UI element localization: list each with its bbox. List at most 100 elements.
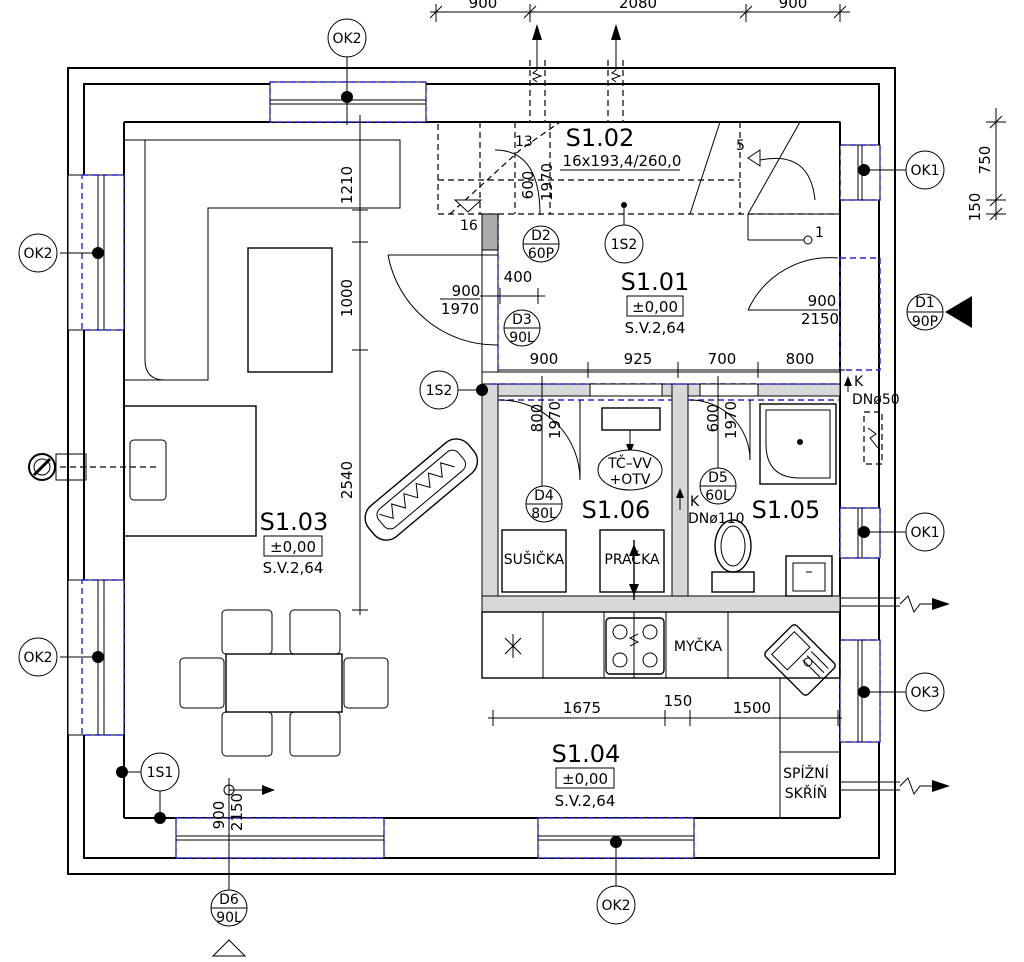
dishwasher-label: MYČKA (674, 637, 723, 655)
stair-step-1: 1 (815, 225, 824, 241)
dim-1970a: 1970 (441, 300, 479, 318)
room-s103-level: ±0,00 (270, 538, 316, 556)
dim-2540: 2540 (338, 461, 356, 499)
room-s104-name: S1.04 (552, 740, 621, 768)
drain-k-1: K (854, 374, 864, 390)
room-s105-name: S1.05 (752, 496, 821, 524)
door-tag-d1: D1 90P (906, 293, 944, 331)
pantry-label-1: SPÍŽNÍ (783, 764, 829, 782)
window-tag-ok1-lower: OK1 (910, 525, 939, 541)
door-d2-type: 60P (528, 246, 554, 262)
interior-dimensions: 1210 1000 2540 400 900 1970 900 2150 900… (210, 115, 845, 890)
dim-700: 700 (708, 350, 737, 368)
room-s101-name: S1.01 (621, 268, 690, 296)
door-tag-d3: D3 90L (503, 309, 541, 347)
dim-1970v: 1970 (546, 401, 564, 439)
right-dim-150: 150 (966, 193, 984, 222)
door-d4-type: 80L (531, 506, 557, 522)
stair-dim-600: 600 (519, 171, 537, 200)
washer-label: PRAČKA (604, 550, 660, 568)
window-tag-ok3: OK3 (910, 685, 939, 701)
dim-1000: 1000 (338, 279, 356, 317)
window-tag-ok2-bottom: OK2 (601, 898, 630, 914)
dim-2150d: 2150 (228, 793, 246, 831)
door-tag-d2: D2 60P (522, 225, 560, 263)
door-d6-type: 90L (216, 910, 242, 926)
dim-900a: 900 (452, 282, 481, 300)
door-tag-d6: D6 90L (210, 889, 248, 957)
right-dim-750: 750 (976, 146, 994, 175)
dim-2150b: 2150 (801, 310, 839, 328)
window-tags: OK2 OK2 OK2 OK2 OK1 OK1 OK3 (18, 18, 945, 925)
door-d1-type: 90P (912, 314, 938, 330)
drain-arrows (676, 296, 972, 796)
door-d1-id: D1 (915, 295, 935, 311)
room-s104-level: ±0,00 (562, 770, 608, 788)
pantry-label-2: SKŘÍŇ (785, 785, 827, 802)
dining-table (179, 609, 389, 757)
room-s101-level: ±0,00 (632, 298, 678, 316)
door-d5-type: 60L (705, 488, 731, 504)
door-d6-id: D6 (219, 892, 239, 908)
door-tag-d4: D4 80L (525, 485, 563, 523)
room-s106-name: S1.06 (582, 496, 651, 524)
top-dimension-chain: 900 2080 900 (429, 0, 850, 22)
socket-tags: 1S2 1S2 1S1 (116, 208, 644, 824)
dryer-label: SUŠIČKA (504, 550, 565, 568)
top-dim-2: 2080 (619, 0, 657, 12)
dim-900d: 900 (210, 801, 228, 830)
kitchen-counter-bottom (481, 611, 841, 818)
dim-150: 150 (664, 692, 693, 710)
room-s102-name: S1.02 (566, 124, 635, 152)
dim-1500: 1500 (733, 699, 771, 717)
window-tag-ok2-left-lower: OK2 (23, 650, 52, 666)
socket-tag-1: 1S2 (611, 237, 638, 253)
utility-fixtures (501, 403, 883, 600)
door-d4-id: D4 (534, 488, 554, 504)
stair-step-5: 5 (736, 138, 745, 154)
dim-900b: 900 (808, 292, 837, 310)
room-s103-floor: S.V.2,64 (263, 559, 324, 577)
door-d3-id: D3 (512, 312, 532, 328)
dim-925: 925 (624, 350, 653, 368)
heater-label-1: TČ–VV (607, 454, 652, 472)
window-tag-ok2-left-upper: OK2 (23, 246, 52, 262)
dim-1210: 1210 (338, 166, 356, 204)
kitchen-counter-left (28, 139, 401, 537)
socket-tag-2: 1S2 (426, 383, 453, 399)
top-dim-3: 900 (779, 0, 808, 12)
room-s103-name: S1.03 (260, 508, 329, 536)
drain-dn110: DNø110 (688, 511, 745, 527)
equipment-labels: SUŠIČKA PRAČKA TČ–VV +OTV MYČKA SPÍŽNÍ S… (504, 374, 900, 802)
stair-step-13: 13 (515, 134, 533, 150)
stair-dim-1970: 1970 (538, 163, 556, 201)
vent-stacks (529, 24, 627, 208)
stair-step-16: 16 (460, 218, 478, 234)
staircase: 13 5 16 1 600 1970 S1.02 16x193,4/260,0 (437, 121, 841, 245)
window-tag-ok2-top: OK2 (332, 31, 361, 47)
heater-label-2: +OTV (610, 472, 651, 488)
top-dim-1: 900 (469, 0, 498, 12)
dim-1675: 1675 (563, 699, 601, 717)
room-labels: S1.01 ±0,00 S.V.2,64 S1.03 ±0,00 S.V.2,6… (260, 268, 821, 810)
door-tag-d5: D5 60L (699, 467, 737, 505)
door-d3-type: 90L (509, 330, 535, 346)
dim-800: 800 (786, 350, 815, 368)
door-tags: D1 90P D2 60P D3 90L D4 80L D5 60L (210, 225, 944, 957)
dim-600v: 600 (704, 404, 722, 433)
dim-400: 400 (504, 268, 533, 286)
socket-tag-3: 1S1 (147, 765, 174, 781)
drain-dn50: DNø50 (852, 392, 900, 408)
room-s102-spec: 16x193,4/260,0 (563, 152, 682, 170)
room-s101-floor: S.V.2,64 (625, 319, 686, 337)
window-tag-ok1-upper: OK1 (910, 163, 939, 179)
door-swings (387, 254, 839, 481)
door-d5-id: D5 (708, 470, 728, 486)
drain-k-2: K (690, 494, 700, 510)
dim-900c: 900 (530, 350, 559, 368)
room-s104-floor: S.V.2,64 (555, 792, 616, 810)
dim-1970w: 1970 (722, 401, 740, 439)
door-d2-id: D2 (531, 228, 551, 244)
dim-800v: 800 (528, 404, 546, 433)
